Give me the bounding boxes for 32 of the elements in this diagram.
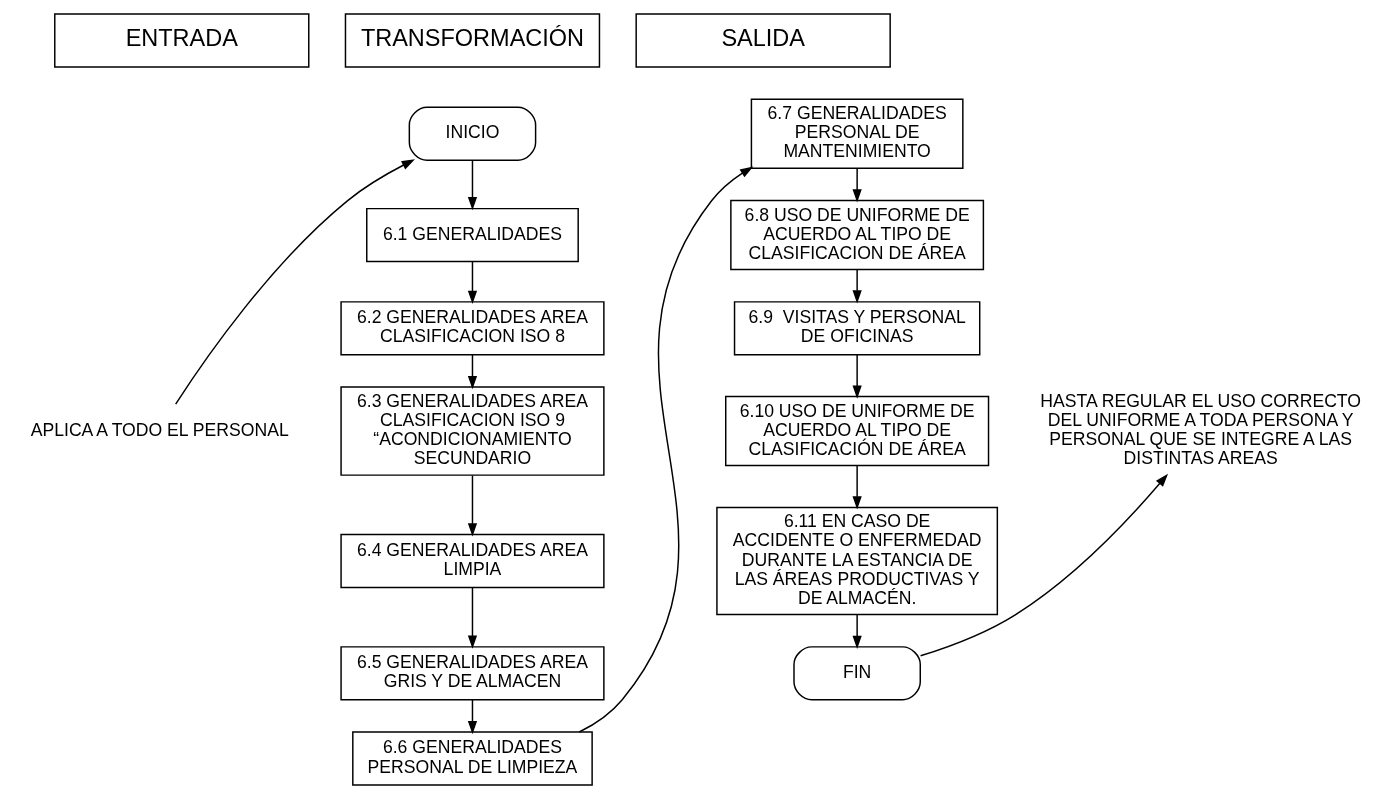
arrow <box>467 260 478 305</box>
arrow <box>852 167 862 203</box>
node-box: 6.5 GENERALIDADES AREA GRIS Y DE ALMACEN <box>340 646 605 701</box>
node-text: APLICA A TODO EL PERSONAL <box>30 419 289 440</box>
node-box: ENTRADA <box>54 13 310 68</box>
node-box: 6.2 GENERALIDADES AREA CLASIFICACION ISO 8 <box>340 301 605 356</box>
arrow <box>467 354 478 390</box>
arrow <box>852 354 862 399</box>
arrow <box>467 699 478 735</box>
node-box: FIN <box>793 646 921 701</box>
arrow <box>174 159 415 405</box>
arrow <box>467 587 478 649</box>
node-text: HASTA REGULAR EL USO CORRECTO DEL UNIFORME A TODA PERSONA Y PERSONAL QUE SE INTEGRE A LAS DISTINTAS AREAS <box>1040 390 1361 469</box>
arrow <box>467 159 478 211</box>
node-box: SALIDA <box>635 13 891 68</box>
node-box: 6.7 GENERALIDADES PERSONAL DE MANTENIMIENTO <box>750 98 964 169</box>
node-box: 6.10 USO DE UNIFORME DE ACUERDO AL TIPO DE CLASIFICACIÓN DE ÁREA <box>725 395 990 467</box>
node-box: 6.9 VISITAS Y PERSONAL DE OFICINAS <box>733 301 981 356</box>
arrow <box>852 465 862 510</box>
node-box: 6.11 EN CASO DE ACCIDENTE O ENFERMEDAD DURANTE LA ESTANCIA DE LAS ÁREAS PRODUCTIVAS Y DE ALMACÉN. <box>716 506 999 616</box>
node-box: 6.1 GENERALIDADES <box>366 207 579 263</box>
arrow <box>578 166 754 733</box>
arrow <box>852 268 862 304</box>
node-box: 6.4 GENERALIDADES AREA LIMPIA <box>340 533 605 589</box>
arrow <box>852 613 862 650</box>
node-box: 6.8 USO DE UNIFORME DE ACUERDO AL TIPO DE CLASIFICACION DE ÁREA <box>730 199 985 271</box>
arrow <box>919 473 1169 657</box>
node-box: INICIO <box>408 106 537 161</box>
node-box: 6.3 GENERALIDADES AREA CLASIFICACION ISO 9 “ACONDICIONAMIENTO SECUNDARIO <box>340 386 605 476</box>
node-box: TRANSFORMACIÓN <box>344 13 601 68</box>
arrow <box>467 474 478 537</box>
node-box: 6.6 GENERALIDADES PERSONAL DE LIMPIEZA <box>352 731 593 786</box>
